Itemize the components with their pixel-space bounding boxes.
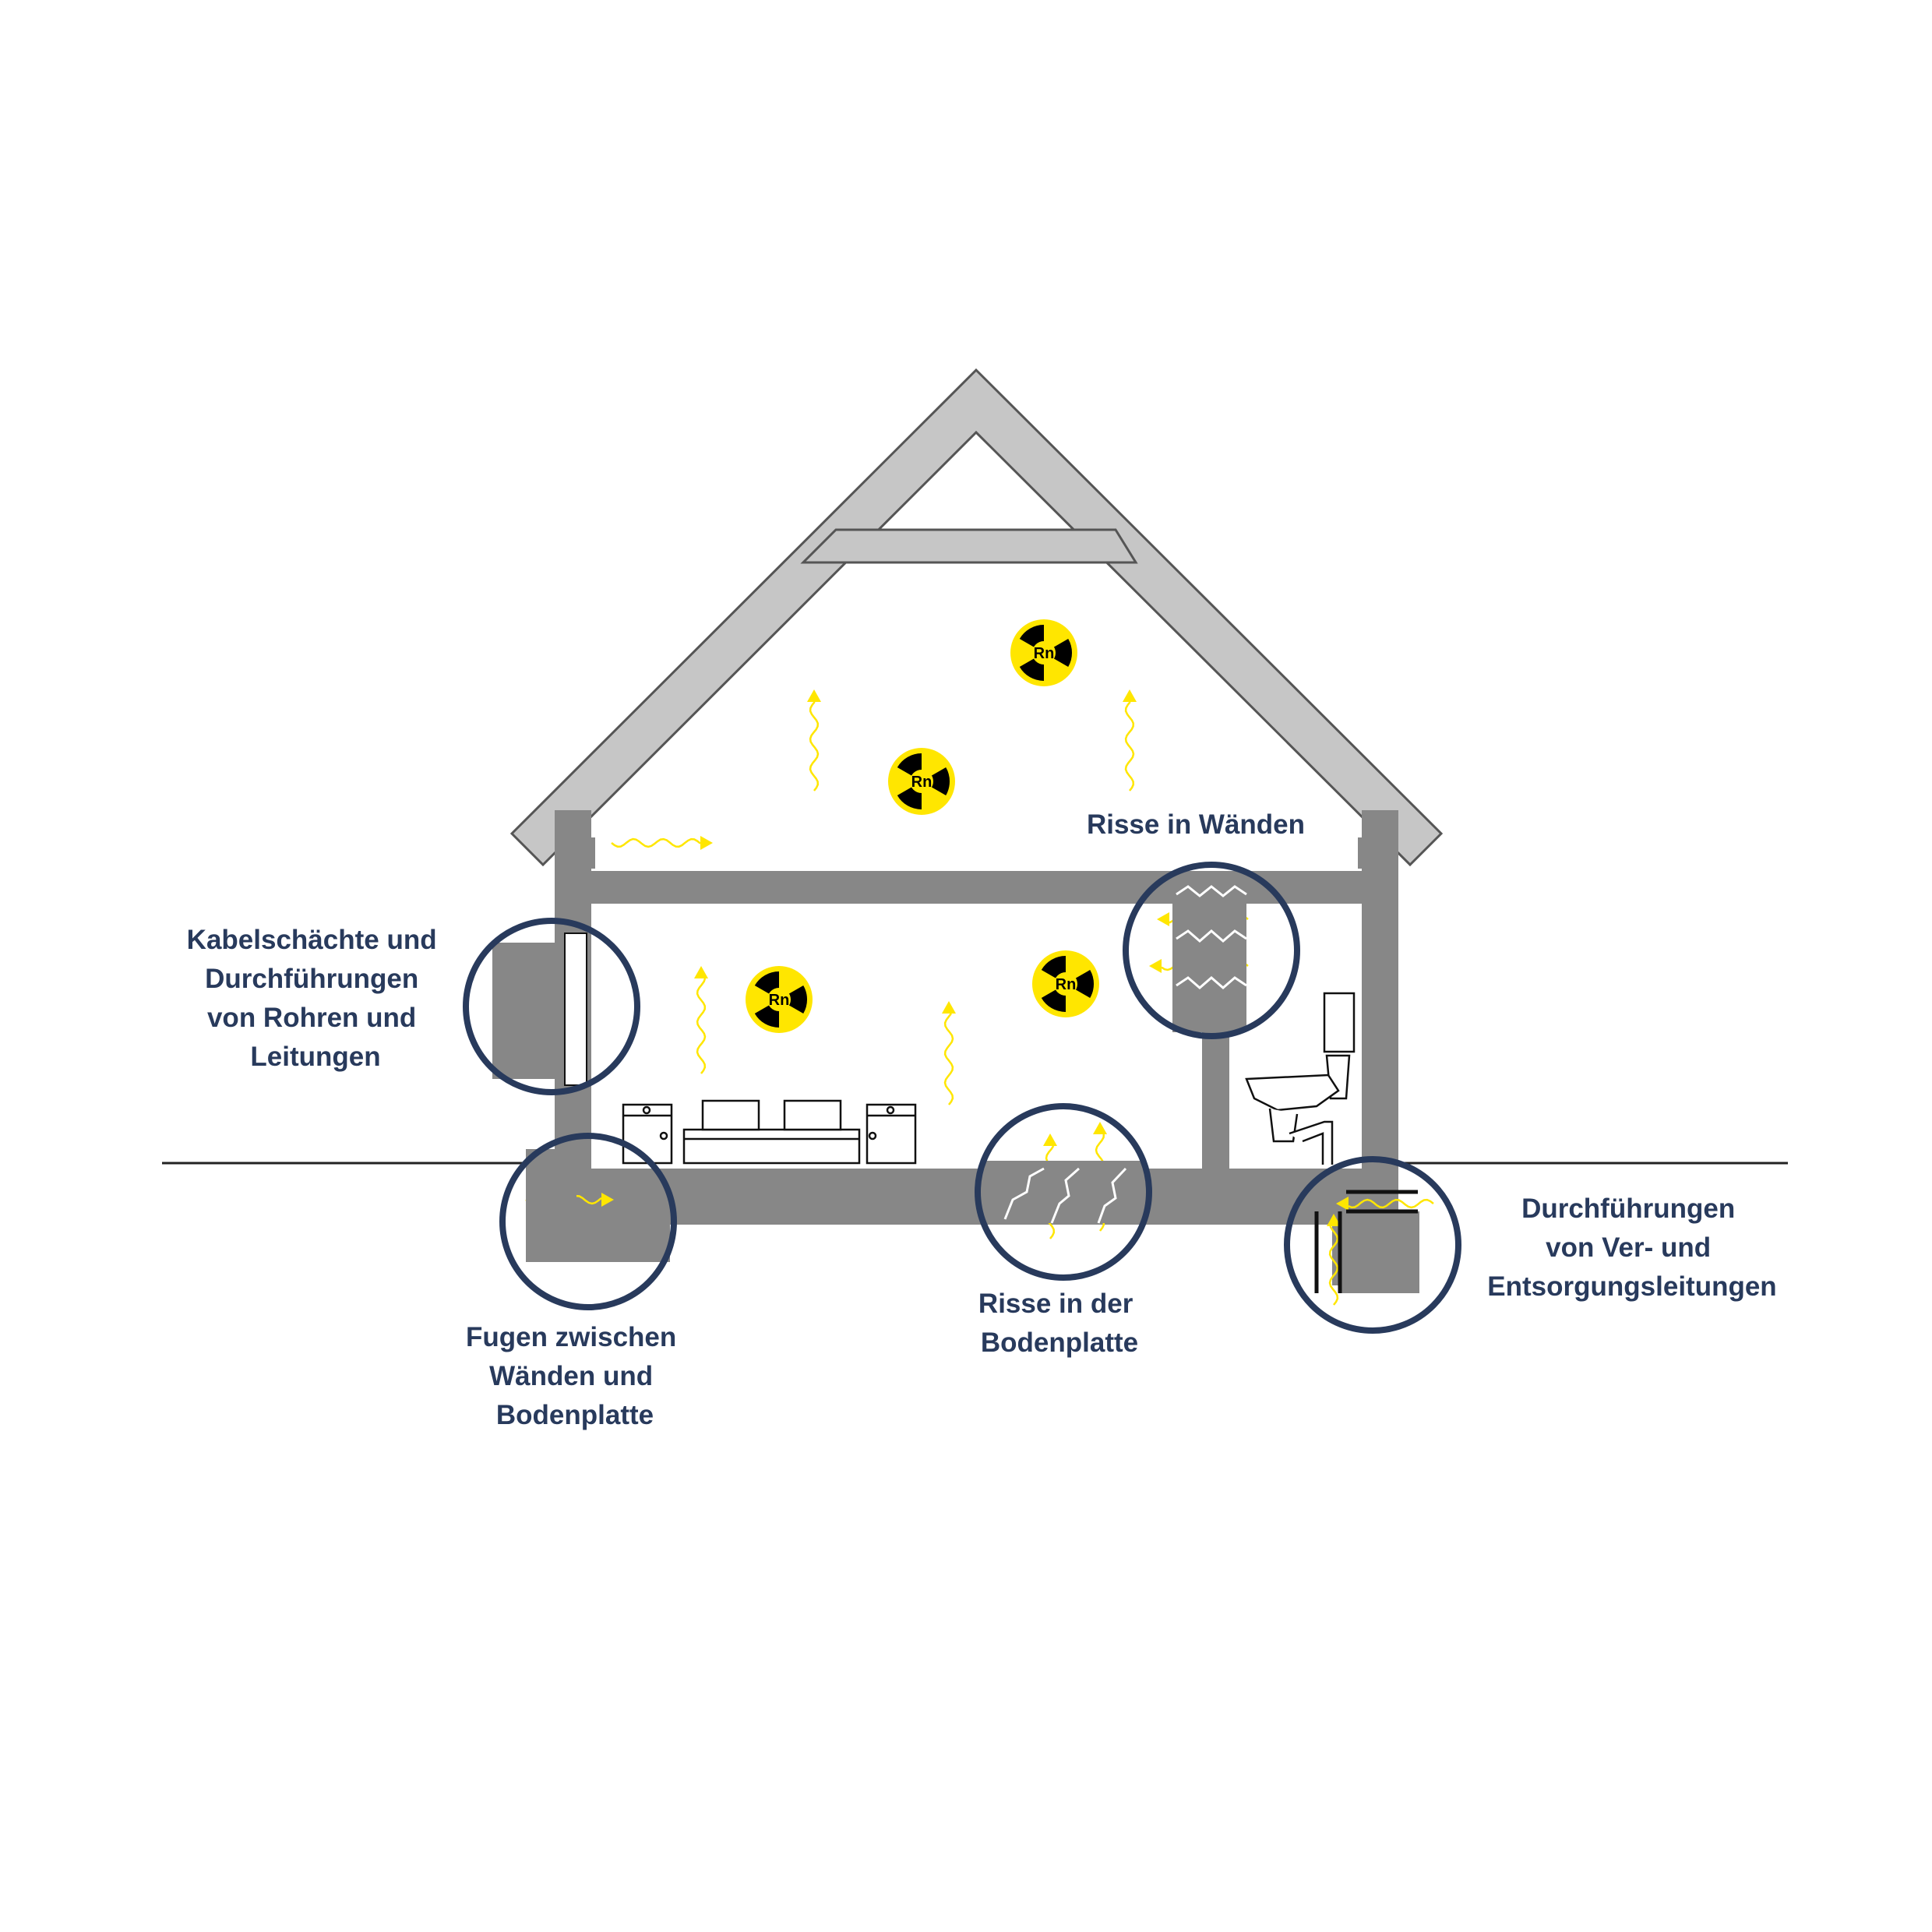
radon-symbol-label: Rn — [769, 992, 790, 1009]
radon-arrow — [694, 966, 708, 1074]
label-wall-cracks: Risse in Wänden — [1087, 809, 1305, 840]
bed — [682, 1099, 861, 1165]
label-utility-penetrations: Durchführungen von Ver- und Entsorgungsl… — [1487, 1193, 1776, 1302]
radon-trefoil-icon: Rn — [1010, 619, 1077, 686]
detail-circle-utility-penetrations — [1284, 1156, 1461, 1334]
cable-shaft-detail — [492, 943, 565, 1079]
nightstand-left — [622, 1103, 673, 1165]
detail-circle-wall-cracks — [1123, 862, 1300, 1039]
roof-rafters — [509, 368, 1444, 867]
label-slab-cracks: Risse in der Bodenplatte — [978, 1289, 1141, 1358]
right-wall — [1362, 810, 1398, 1169]
left-eave-post — [555, 837, 595, 869]
radon-symbol-label: Rn — [911, 774, 933, 791]
label-joints: Fugen zwischen Wänden und Bodenplatte — [466, 1322, 684, 1430]
radon-arrow — [807, 689, 821, 791]
radon-arrow — [611, 836, 713, 850]
roof — [509, 368, 1444, 867]
detail-circle-slab-cracks — [975, 1103, 1152, 1281]
detail-circle-joints — [499, 1133, 677, 1310]
radon-trefoil-icon: Rn — [746, 966, 813, 1033]
radon-symbol-label: Rn — [1056, 976, 1077, 993]
label-cable-shafts: Kabelschächte und Durchführungen von Roh… — [187, 925, 445, 1072]
radon-trefoil-icon: Rn — [1032, 950, 1099, 1017]
radon-trefoil-icon: Rn — [888, 748, 955, 815]
right-eave-post — [1358, 837, 1398, 869]
detail-circle-cable-shafts — [463, 918, 640, 1095]
bedroom-furniture — [622, 1099, 917, 1165]
roof-collar-beam — [800, 528, 1138, 564]
nightstand-right — [866, 1103, 917, 1165]
radon-arrow — [942, 1001, 956, 1105]
radon-symbol-label: Rn — [1034, 645, 1055, 662]
toilet — [1245, 992, 1356, 1165]
radon-arrow — [1336, 1197, 1434, 1211]
radon-arrow — [1123, 689, 1137, 791]
radon-arrow — [1327, 1214, 1341, 1306]
